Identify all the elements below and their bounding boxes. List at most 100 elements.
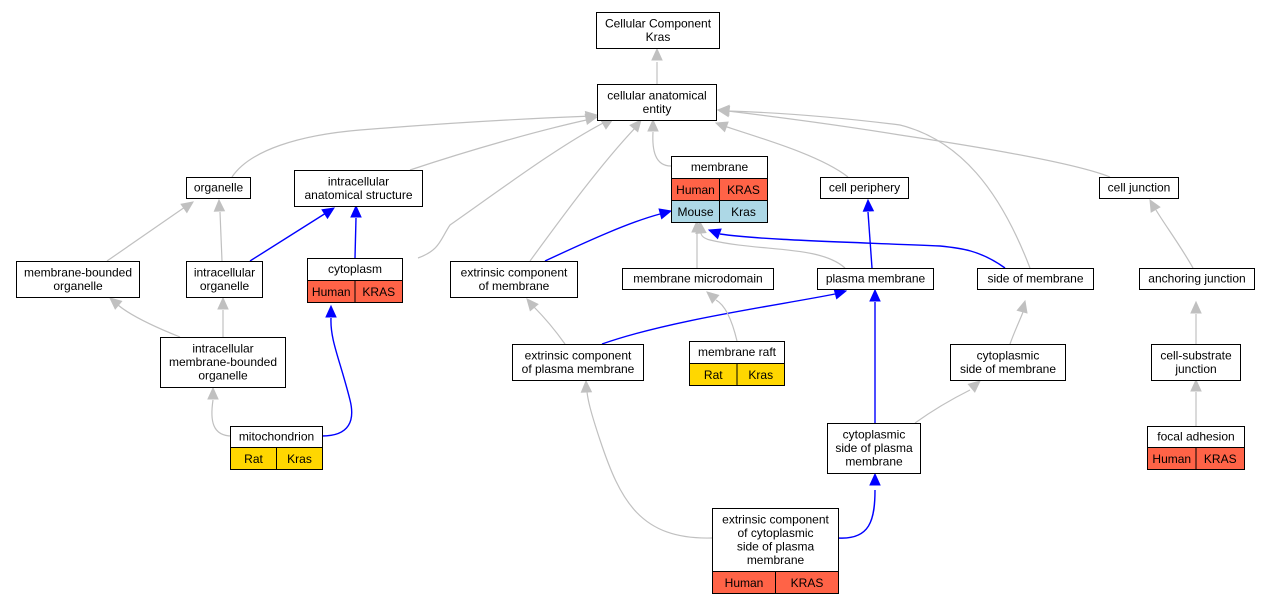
edge-raft-mmd-line <box>715 299 738 342</box>
gene-cell <box>276 447 323 470</box>
edge-csom-som-arrowhead <box>1016 299 1028 314</box>
edge-mito-cytoplasm-arrowhead <box>325 304 337 318</box>
node-label-line: side of plasma <box>737 539 815 553</box>
edge-ecm-cae-line <box>529 126 637 262</box>
edge-cspm-pm <box>869 288 881 423</box>
node-label-line: junction <box>1174 362 1216 376</box>
node-label-line: side of membrane <box>960 362 1056 376</box>
node-cellperiphery[interactable]: cell periphery <box>820 177 909 199</box>
edge-celljunction-cae-line <box>727 110 1111 178</box>
node-label-line: intracellular <box>328 174 389 188</box>
edge-cspm-csom <box>914 380 981 424</box>
edge-mito-imbo-arrowhead <box>207 386 219 400</box>
node-label-line: intracellular <box>192 342 253 356</box>
edge-ecm-membrane-arrowhead <box>658 208 673 220</box>
edge-membrane-cae <box>647 118 672 167</box>
edge-ecpm-ecm <box>526 298 566 345</box>
node-label-line: cell-substrate <box>1160 348 1232 362</box>
edge-cellperiphery-cae-line <box>723 125 849 178</box>
edge-eccspm-cspm-arrowhead <box>869 472 881 486</box>
node-label-line: entity <box>643 102 672 116</box>
edge-som-membrane <box>707 228 1006 269</box>
edge-pm-cellperiphery-arrowhead <box>862 198 875 212</box>
node-label-line: plasma membrane <box>826 272 926 286</box>
edge-cae-root <box>651 47 663 84</box>
node-label-line: organelle <box>200 279 250 293</box>
node-box <box>817 268 934 290</box>
node-label-line: Cellular Component <box>605 16 712 30</box>
edge-ias-cae-arrowhead <box>584 113 599 126</box>
gene-label: KRAS <box>727 183 760 197</box>
node-label-line: intracellular <box>194 265 255 279</box>
edge-mito-cytoplasm-line <box>321 317 353 437</box>
node-celljunction[interactable]: cell junction <box>1099 177 1179 199</box>
node-label-line: membrane-bounded <box>169 355 277 369</box>
node-label-line: membrane microdomain <box>633 272 762 286</box>
edge-csj-aj-arrowhead <box>1190 300 1202 314</box>
edge-imbo-mbo-arrowhead <box>109 297 123 310</box>
node-aj[interactable]: anchoring junction <box>1139 268 1255 290</box>
node-label-line: membrane <box>691 160 749 174</box>
edge-imbo-io-arrowhead <box>217 296 229 310</box>
edge-eccspm-cspm-line <box>837 489 876 539</box>
node-box <box>160 337 286 388</box>
gene-label: Kras <box>287 452 312 466</box>
node-organelle[interactable]: organelle <box>186 177 251 199</box>
node-label-line: organelle <box>53 279 103 293</box>
node-box <box>186 261 263 298</box>
node-som[interactable]: side of membrane <box>977 268 1094 290</box>
edge-ecm-membrane <box>544 208 673 262</box>
node-label-line: mitochondrion <box>239 430 314 444</box>
edge-io-ias-line <box>249 212 327 262</box>
species-label: Human <box>725 576 764 590</box>
node-box <box>512 344 644 381</box>
edge-celljunction-cae <box>716 105 1111 178</box>
species-label: Human <box>312 285 351 299</box>
species-label: Human <box>1152 452 1191 466</box>
gene-cell <box>736 363 785 386</box>
edge-imbo-mbo <box>109 297 181 338</box>
edge-som-cae-line <box>727 110 1031 269</box>
node-label-line: membrane <box>747 553 805 567</box>
node-pm[interactable]: plasma membrane <box>817 268 934 290</box>
edge-csom-som-line <box>1009 311 1024 345</box>
node-label-line: side of plasma <box>835 441 913 455</box>
edge-csom-som <box>1009 299 1028 345</box>
node-mmd[interactable]: membrane microdomain <box>622 268 774 290</box>
gene-cell <box>719 200 768 223</box>
edge-cae-root-arrowhead <box>651 47 663 61</box>
edge-mito-imbo-line <box>211 399 233 437</box>
edge-membrane-cae-arrowhead <box>647 118 659 132</box>
node-label-line: extrinsic component <box>461 265 568 279</box>
node-box <box>596 12 720 49</box>
edge-mbo-organelle-arrowhead <box>180 201 194 214</box>
node-label-line: of cytoplasmic <box>737 526 813 540</box>
edge-cytoplasm-ias-line <box>354 217 357 259</box>
edge-aj-celljunction <box>1149 198 1194 269</box>
gene-cell <box>775 571 839 594</box>
node-box <box>450 261 578 298</box>
edge-pm-membrane-line <box>700 229 846 269</box>
edge-membrane-cae-line <box>652 131 672 167</box>
